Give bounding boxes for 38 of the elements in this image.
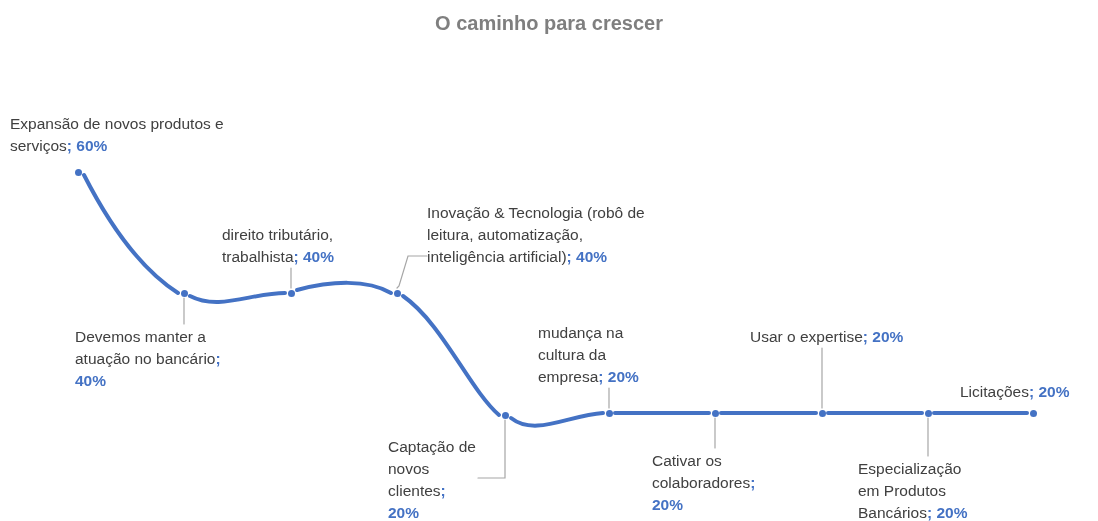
leader-line bbox=[821, 347, 823, 409]
curve-point bbox=[393, 289, 401, 297]
leader-line bbox=[183, 297, 185, 325]
leader-line bbox=[396, 255, 428, 289]
curve-point bbox=[74, 168, 82, 176]
curve-segment bbox=[295, 280, 393, 295]
annotation-text: Inovação & Tecnologia (robô de leitura, automatização, inteligência artificial); 40% bbox=[427, 202, 652, 268]
curve-point bbox=[924, 409, 932, 417]
curve-segment bbox=[82, 173, 180, 295]
annotation-text: mudança na cultura da empresa; 20% bbox=[538, 322, 648, 388]
annotation-text: direito tributário, trabalhista; 40% bbox=[222, 224, 392, 268]
leader-line bbox=[714, 417, 716, 449]
curve-point bbox=[605, 409, 613, 417]
leader-line bbox=[608, 387, 610, 409]
curve-segment bbox=[509, 411, 605, 428]
curve-point bbox=[501, 411, 509, 419]
curve-segment bbox=[826, 411, 924, 415]
curve-point bbox=[818, 409, 826, 417]
curve-segment bbox=[401, 294, 501, 417]
annotation-text: Devemos manter a atuação no bancário; 40% bbox=[75, 326, 255, 392]
curve-segment bbox=[613, 411, 711, 415]
annotation-text: Cativar os colaboradores; 20% bbox=[652, 450, 782, 516]
annotation-text: Especialização em Produtos Bancários; 20% bbox=[858, 458, 983, 521]
curve-point bbox=[711, 409, 719, 417]
annotation-text: Expansão de novos produtos e serviços; 60% bbox=[10, 113, 230, 157]
leader-line bbox=[927, 417, 929, 457]
curve-point bbox=[1029, 409, 1037, 417]
curve-segment bbox=[932, 411, 1029, 415]
annotation-text: Captação de novos clientes; 20% bbox=[388, 436, 478, 521]
curve-segment bbox=[719, 411, 818, 415]
annotation-text: Licitações; 20% bbox=[960, 381, 1095, 403]
annotation-text: Usar o expertise; 20% bbox=[750, 326, 910, 348]
leader-line bbox=[290, 267, 292, 289]
chart-title: O caminho para crescer bbox=[434, 12, 664, 35]
leader-line bbox=[477, 419, 506, 479]
curve-segment bbox=[188, 291, 287, 304]
curve-point bbox=[180, 289, 188, 297]
curve-point bbox=[287, 289, 295, 297]
